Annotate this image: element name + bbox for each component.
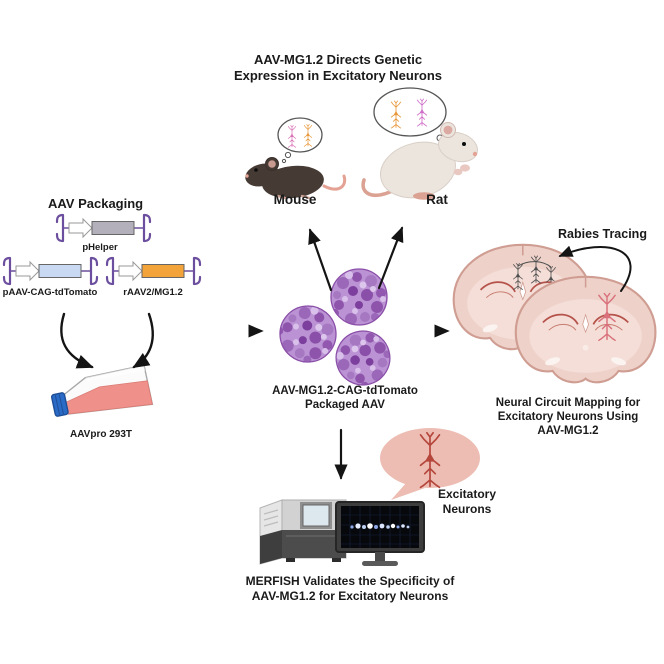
itr-right-icon [192,256,202,286]
phelper-insert [91,221,135,235]
mg12-insert [141,264,185,278]
merfish-caption: MERFISH Validates the Specificity of AAV… [245,574,455,603]
rat-label: Rat [426,192,448,207]
aav-capsid-icon [326,321,399,388]
plasmid-phelper [55,213,152,243]
itr-left-icon [55,213,65,243]
tdtomato-insert [38,264,82,278]
itr-right-icon [142,213,152,243]
flask-label: AAVpro 293T [69,429,133,440]
circuit-mapping-caption: Neural Circuit Mapping for Excitatory Ne… [495,397,641,438]
rabies-tracing-label: Rabies Tracing [558,227,647,241]
merfish-monitor [334,500,428,572]
excitatory-neuron-bubble [377,426,483,502]
merfish-spots-icon [350,523,410,529]
mouse-thought-bubble-icon [277,117,323,164]
cell-flask-icon [50,364,154,417]
paav-cag-tdtomato-label: pAAV-CAG-tdTomato [2,287,98,298]
brain-slice-front-icon [514,275,657,384]
promoter-arrow-icon [68,217,93,239]
itr-left-icon [105,256,115,286]
aav-capsids-illustration [275,262,401,388]
promoter-arrow-icon [118,260,143,282]
monitor-icon [335,501,425,566]
rat-illustration [360,84,492,206]
rat-thought-bubble-icon [373,87,450,148]
rat-icon [361,122,479,200]
flask-illustration [50,360,164,432]
itr-right-icon [89,256,99,286]
packaged-aav-caption: AAV-MG1.2-CAG-tdTomato Packaged AAV [272,385,418,412]
mouse-illustration [238,108,350,200]
brain-sections-illustration [444,236,664,404]
mouse-label: Mouse [273,192,317,207]
aav-capsid-icon [331,269,387,325]
packaging-section-title: AAV Packaging [48,196,144,211]
plasmid-raav2-mg12 [105,256,202,286]
promoter-arrow-icon [15,260,40,282]
itr-left-icon [2,256,12,286]
mouse-icon [245,157,347,200]
rabies-traced-neurons-icon [513,255,556,293]
excitatory-neurons-label: Excitatory Neurons [437,487,497,516]
phelper-label: pHelper [82,242,118,253]
figure-title-top: AAV-MG1.2 Directs Genetic Expression in … [233,52,443,83]
raav2-mg12-label: rAAV2/MG1.2 [123,287,183,298]
plasmid-paav-cag-tdtomato [2,256,99,286]
